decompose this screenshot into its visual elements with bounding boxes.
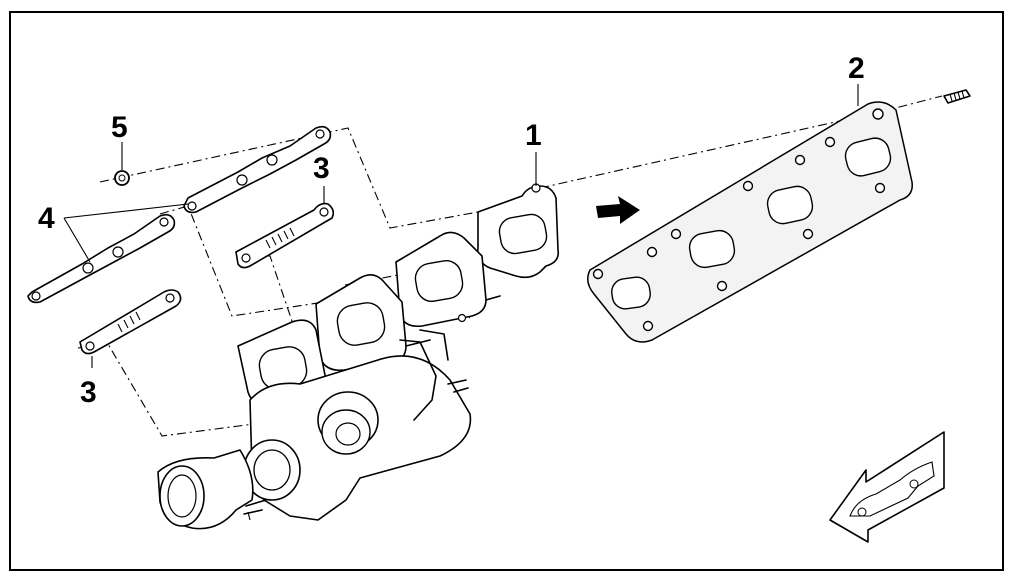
heat-shield-lower bbox=[79, 289, 182, 355]
manifold-gasket bbox=[587, 101, 913, 343]
heat-shield-upper bbox=[235, 202, 335, 269]
exhaust-manifold bbox=[237, 183, 560, 406]
vehicle-direction-icon bbox=[829, 431, 945, 543]
callout-nut: 5 bbox=[111, 111, 128, 144]
turbocharger bbox=[157, 329, 472, 530]
turbo-gasket-lower bbox=[27, 213, 176, 304]
stud-bolt bbox=[943, 89, 971, 104]
callout-heat-shield-upper: 3 bbox=[313, 152, 330, 185]
nut bbox=[114, 170, 130, 186]
callout-gasket: 2 bbox=[848, 52, 865, 85]
arrow-right-icon bbox=[596, 196, 640, 224]
callout-manifold: 1 bbox=[525, 119, 542, 152]
turbo-gasket-upper bbox=[183, 125, 332, 214]
callout-leaders bbox=[63, 84, 859, 368]
callout-heat-shield-lower: 3 bbox=[80, 376, 97, 409]
callout-turbo-gasket: 4 bbox=[38, 202, 55, 235]
diagram-border bbox=[9, 11, 1004, 571]
